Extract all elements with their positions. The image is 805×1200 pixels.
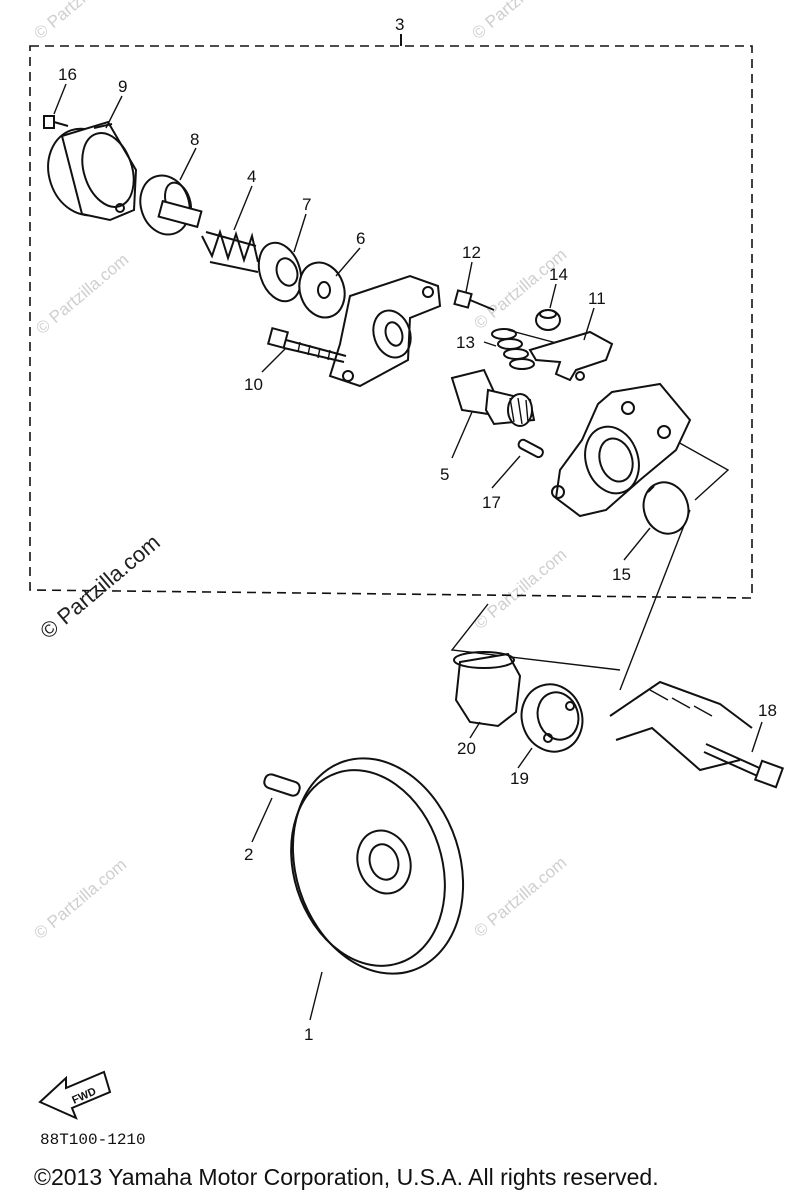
part-12-bolt (453, 289, 495, 311)
callout-5: 5 (440, 465, 449, 484)
part-bracket (328, 274, 442, 388)
callout-19: 19 (510, 769, 529, 788)
callout-18: 18 (758, 701, 777, 720)
fwd-arrow-icon: FWD (38, 1070, 112, 1120)
watermark-text: © Partzilla.com (32, 250, 132, 338)
watermark-text: © Partzilla.com (470, 853, 570, 941)
callout-7: 7 (302, 195, 311, 214)
callout-9: 9 (118, 77, 127, 96)
part-19-bearing (520, 683, 584, 753)
callout-16: 16 (58, 65, 77, 84)
callout-17: 17 (482, 493, 501, 512)
callout-10: 10 (244, 375, 263, 394)
callout-2: 2 (244, 845, 253, 864)
part-10-bolt (266, 326, 347, 363)
watermark-text: © Partzilla.com (468, 0, 568, 43)
callout-1: 1 (304, 1025, 313, 1044)
part-6-washer (298, 261, 346, 319)
part-2-key (263, 773, 301, 797)
watermark-text: © Partzilla.com (30, 855, 130, 943)
part-15-plug (642, 481, 690, 535)
part-13-spring (491, 328, 535, 370)
callout-numbers: 3 16 9 8 4 7 6 12 14 11 13 10 5 17 15 20… (58, 15, 777, 1044)
assembly-label-3: 3 (395, 15, 404, 34)
copyright-notice: ©2013 Yamaha Motor Corporation, U.S.A. A… (34, 1164, 659, 1190)
part-1-disc (290, 757, 465, 975)
part-housing (551, 382, 692, 518)
part-17-pin (517, 438, 544, 459)
part-14-cap (535, 309, 561, 331)
part-9-cover (47, 120, 138, 222)
callout-12: 12 (462, 243, 481, 262)
callout-11: 11 (588, 289, 606, 308)
callout-15: 15 (612, 565, 631, 584)
watermark-text: © Partzilla.com (30, 0, 130, 43)
callout-leaders (53, 83, 763, 1021)
catalog-code: 88T100-1210 (40, 1131, 146, 1149)
watermark-text: © Partzilla.com (470, 545, 570, 633)
part-16-screw (43, 115, 69, 129)
part-18-bolt (703, 743, 785, 789)
callout-4: 4 (247, 167, 256, 186)
part-7-plate (257, 241, 303, 303)
part-5-gear-shaft (450, 368, 536, 427)
part-case-fragment (609, 680, 753, 772)
callout-20: 20 (457, 739, 476, 758)
callout-13: 13 (456, 333, 475, 352)
callout-8: 8 (190, 130, 199, 149)
callout-14: 14 (549, 265, 568, 284)
watermark-text-strong: © Partzilla.com (35, 529, 165, 643)
part-20-cap (453, 651, 522, 728)
assembly-boundary (29, 34, 753, 599)
part-8-shaft-housing (139, 174, 203, 236)
part-11-lever (528, 330, 614, 382)
callout-6: 6 (356, 229, 365, 248)
part-4-spring (201, 228, 259, 273)
